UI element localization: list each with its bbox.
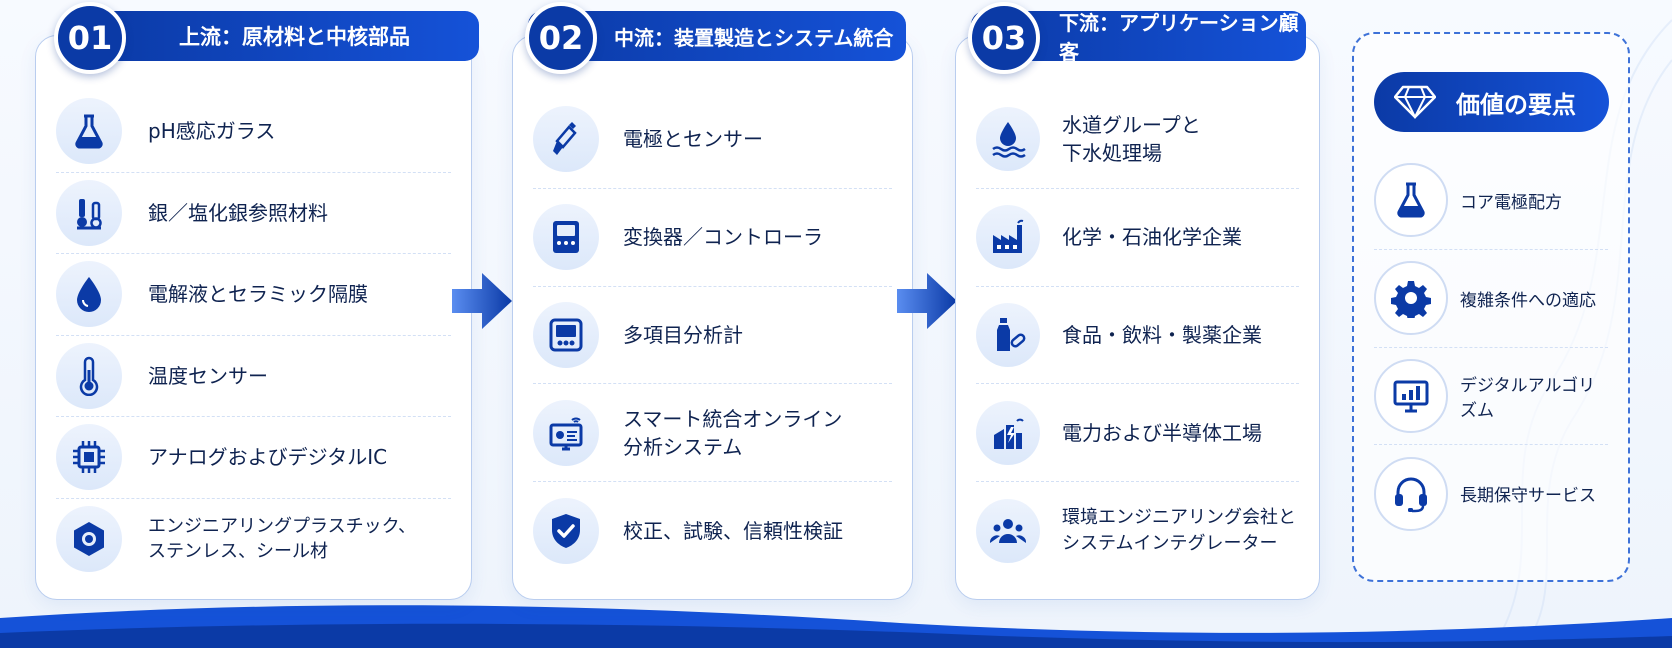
list-item: 温度センサー	[56, 336, 451, 417]
shield-check-icon	[533, 497, 599, 564]
list-item: アナログおよびデジタルIC	[56, 417, 451, 499]
probe-icon	[533, 106, 599, 173]
stage-number-badge: 01	[54, 2, 126, 74]
item-label: pH感応ガラス	[148, 119, 276, 144]
flask-icon	[56, 98, 122, 165]
item-label: アナログおよびデジタルIC	[148, 445, 388, 470]
diamond-icon	[1394, 85, 1436, 119]
item-label: エンジニアリングプラスチック、 ステンレス、シール材	[148, 515, 417, 562]
list-item: 校正、試験、信頼性検証	[533, 482, 892, 579]
item-label: 化学・石油化学企業	[1062, 225, 1242, 250]
item-label: 銀／塩化銀参照材料	[148, 200, 328, 225]
stage-number-badge: 02	[525, 2, 597, 74]
list-item: エンジニアリングプラスチック、 ステンレス、シール材	[56, 499, 451, 580]
headset-icon	[1374, 456, 1448, 531]
item-label: 食品・飲料・製薬企業	[1062, 322, 1262, 347]
item-label: 環境エンジニアリング会社と システムインテグレーター	[1062, 507, 1296, 554]
list-item: 化学・石油化学企業	[976, 189, 1299, 287]
item-label: 電力および半導体工場	[1062, 420, 1262, 445]
value-panel-header: 価値の要点	[1374, 72, 1609, 132]
list-item: 電力および半導体工場	[976, 384, 1299, 483]
bottle-pill-icon	[976, 302, 1040, 367]
gear-icon	[1374, 261, 1448, 336]
list-item: pH感応ガラス	[56, 91, 451, 173]
stage-header: 上流：原材料と中核部品	[91, 11, 479, 61]
value-item-label: デジタルアルゴリズム	[1460, 375, 1596, 421]
list-item: 水道グループと 下水処理場	[976, 91, 1299, 189]
controller-icon	[533, 204, 599, 271]
list-item: 電極とセンサー	[533, 91, 892, 189]
electrode-pair-icon	[56, 179, 122, 246]
item-label: 変換器／コントローラ	[623, 225, 823, 250]
stage-title: 中流：装置製造とシステム統合	[614, 25, 894, 50]
stage-downstream-card: 下流：アプリケーション顧客 03 水道グループと 下水処理場 化学・石油化学企業…	[955, 2, 1320, 600]
flow-arrow-right-icon	[897, 273, 957, 329]
stage-number-badge: 03	[968, 2, 1040, 74]
list-item: 食品・飲料・製薬企業	[976, 287, 1299, 385]
item-label: 多項目分析計	[623, 322, 743, 347]
smart-monitor-icon	[533, 399, 599, 466]
value-points-panel: 価値の要点 コア電極配方 複雑条件への適応 デジタルアルゴリズム 長期保守サービ…	[1352, 32, 1630, 582]
item-label: スマート統合オンライン 分析システム	[623, 406, 843, 459]
list-item: スマート統合オンライン 分析システム	[533, 384, 892, 483]
water-drop-waves-icon	[976, 107, 1040, 172]
factory-icon	[976, 205, 1040, 270]
droplet-icon	[56, 261, 122, 328]
bottom-wave-decoration	[0, 605, 1672, 648]
list-item: 銀／塩化銀参照材料	[56, 173, 451, 254]
analyzer-icon	[533, 301, 599, 368]
value-item: コア電極配方	[1374, 152, 1608, 250]
flask-icon	[1374, 163, 1448, 238]
hex-nut-icon	[56, 505, 122, 572]
stage-midstream-card: 中流：装置製造とシステム統合 02 電極とセンサー 変換器／コントローラ 多項目…	[512, 2, 913, 600]
item-label: 電極とセンサー	[623, 127, 763, 152]
list-item: 多項目分析計	[533, 287, 892, 385]
item-label: 電解液とセラミック隔膜	[148, 282, 368, 307]
people-group-icon	[976, 498, 1040, 563]
stage-title: 上流：原材料と中核部品	[179, 25, 410, 49]
value-item: 長期保守サービス	[1374, 445, 1608, 542]
flow-arrow-right-icon	[452, 273, 512, 329]
stage-title: 下流：アプリケーション顧客	[1059, 11, 1299, 64]
list-item: 電解液とセラミック隔膜	[56, 254, 451, 336]
value-item-label: 複雑条件への適応	[1460, 290, 1596, 311]
chart-monitor-icon	[1374, 358, 1448, 433]
value-panel-title: 価値の要点	[1456, 90, 1576, 119]
chip-icon	[56, 424, 122, 491]
item-label: 温度センサー	[148, 363, 268, 388]
list-item: 環境エンジニアリング会社と システムインテグレーター	[976, 482, 1299, 579]
value-item: 複雑条件への適応	[1374, 250, 1608, 348]
value-item: デジタルアルゴリズム	[1374, 348, 1608, 446]
value-item-label: 長期保守サービス	[1460, 486, 1596, 507]
list-item: 変換器／コントローラ	[533, 189, 892, 287]
power-plant-icon	[976, 400, 1040, 465]
stage-upstream-card: 上流：原材料と中核部品 01 pH感応ガラス 銀／塩化銀参照材料 電解液とセラミ…	[35, 2, 479, 600]
item-label: 水道グループと 下水処理場	[1062, 113, 1201, 166]
value-item-label: コア電極配方	[1460, 192, 1562, 213]
thermometer-icon	[56, 342, 122, 409]
item-label: 校正、試験、信頼性検証	[623, 518, 843, 543]
